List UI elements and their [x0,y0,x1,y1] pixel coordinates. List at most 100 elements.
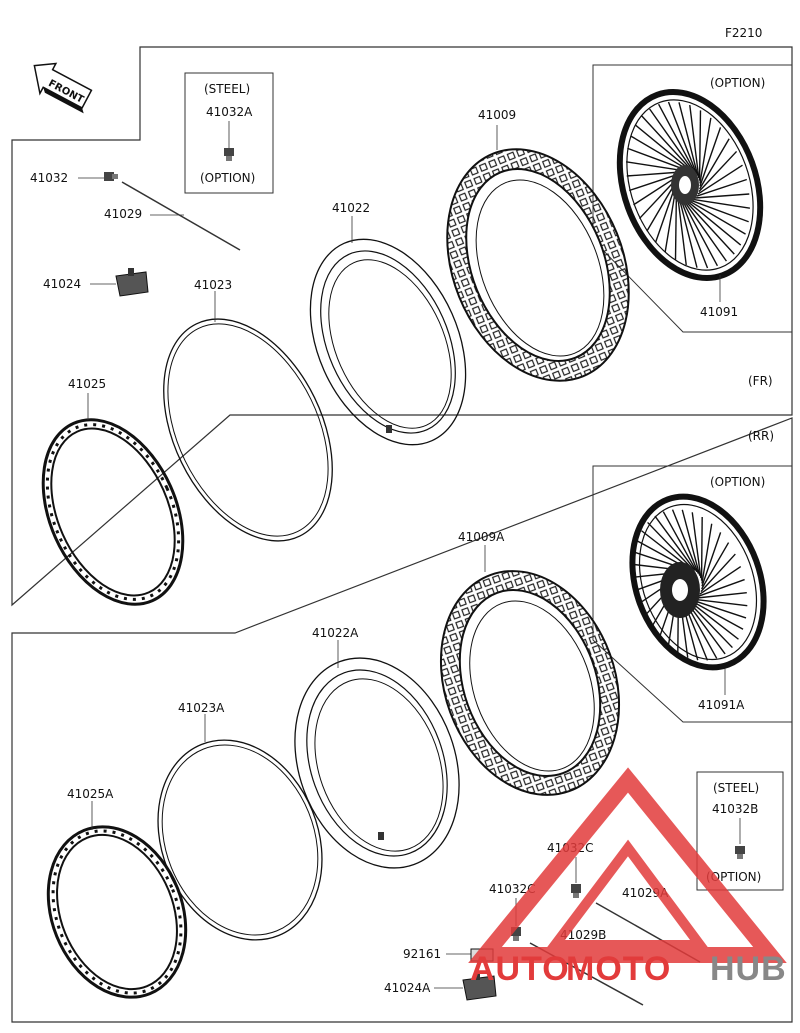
spoke-line [680,197,719,267]
rim-front-icon [41,418,185,606]
spoke-line [699,117,712,184]
spoke-line [634,124,690,170]
spoke-line [696,592,747,599]
part-41024: 41024 [43,277,81,291]
spoke-line [698,110,702,181]
spoke-line [698,150,738,193]
part-41032: 41032 [30,171,68,185]
tube-rear-icon [294,657,460,869]
spoke-line [681,509,701,576]
spoke-front-icon [121,181,241,251]
spoke-line [674,189,678,260]
spoke-line [667,101,698,174]
part-41023a: 41023A [178,701,225,715]
spoke-line [662,511,698,573]
spoke-line [691,512,702,579]
part-41029: 41029 [104,207,142,221]
spoked-wheel-rear-icon [629,493,767,671]
option-rear-part: 41091A [698,698,745,712]
valve-icon [224,148,234,161]
part-41009: 41009 [478,108,516,122]
steel-top-part: 41032A [206,105,253,119]
spoke-line [694,193,750,199]
spoked-wheel-front-icon [616,89,764,281]
valve-front-icon [104,172,118,181]
spoke-line [698,578,745,597]
rim-band-rear-icon [157,739,323,941]
spoke-line [693,599,747,619]
spoke-line [695,598,748,607]
spoke-line [641,115,692,170]
spoke-line [684,200,735,255]
spoke-line [700,516,703,581]
spoke-line [657,103,696,173]
valve-rear-a-icon [571,884,581,898]
watermark-text-auto: AUTO [470,950,570,988]
spoke-line [690,600,744,630]
spoke-line [633,175,679,206]
figure-code: F2210 [725,26,762,40]
rim-band-front-icon [163,318,333,542]
spoke-line [678,102,699,176]
front-section-border [11,46,793,607]
spoke-line [693,198,751,209]
steel-box-bottom [696,771,784,891]
tube-front-icon [309,238,467,446]
watermark-logo [468,767,787,963]
spoke-line [626,171,682,177]
part-41009a: 41009A [458,530,505,544]
steel-top-title: (STEEL) [204,82,250,96]
part-41025a: 41025A [67,787,114,801]
rim-rear-icon [46,825,188,999]
spoke-line [678,196,709,269]
spoke-line [677,194,698,268]
watermark-text-hub: HUB [710,950,787,988]
part-41024a: 41024A [384,981,431,995]
spoke-line [699,138,730,190]
valve-steel-bottom-icon [735,846,745,859]
steel-top-note: (OPTION) [200,171,255,185]
option-front-part: 41091 [700,305,738,319]
spoke-line [688,200,746,235]
spoke-line [648,108,694,171]
rim-lock-front-icon [115,268,149,297]
spoke-line [647,521,694,570]
section-front-label: (FR) [748,374,773,388]
section-rear-label: (RR) [748,429,774,443]
steel-bottom-part: 41032B [712,802,758,816]
spoke-line [690,199,749,223]
part-92161: 92161 [403,947,441,961]
spoke-line [689,105,700,179]
part-41022a: 41022A [312,626,359,640]
part-41032c-b: 41032C [489,882,536,896]
tire-front-icon [446,148,630,382]
front-arrow-icon: FRONT [33,62,93,114]
spoke-line [688,600,739,640]
part-41022: 41022 [332,201,370,215]
spoke-line [701,542,730,590]
spoke-line [697,164,743,195]
spoke-line [628,173,680,192]
spoke-line [676,191,687,265]
spoke-line [638,177,678,220]
spoke-line [671,509,700,574]
steel-bottom-title: (STEEL) [713,781,759,795]
spoke-line [686,200,742,246]
spoke-line [701,532,722,587]
spoke-line [682,199,728,262]
rear-section-border [11,417,793,1023]
spoke-line [699,127,722,187]
spoke-line [630,135,688,170]
rim-lock-rear-icon [462,972,497,1001]
spoke-line [701,523,713,584]
option-rear-note: (OPTION) [710,475,765,489]
option-front-note: (OPTION) [710,76,765,90]
tire-rear-icon [439,570,621,796]
spoke-line [700,553,736,593]
watermark-text-moto: MOTO [566,950,671,988]
spoke-line [625,161,683,172]
valve-rear-b-icon [511,927,521,941]
steel-box-top [184,72,274,194]
spoke-line [654,515,696,571]
